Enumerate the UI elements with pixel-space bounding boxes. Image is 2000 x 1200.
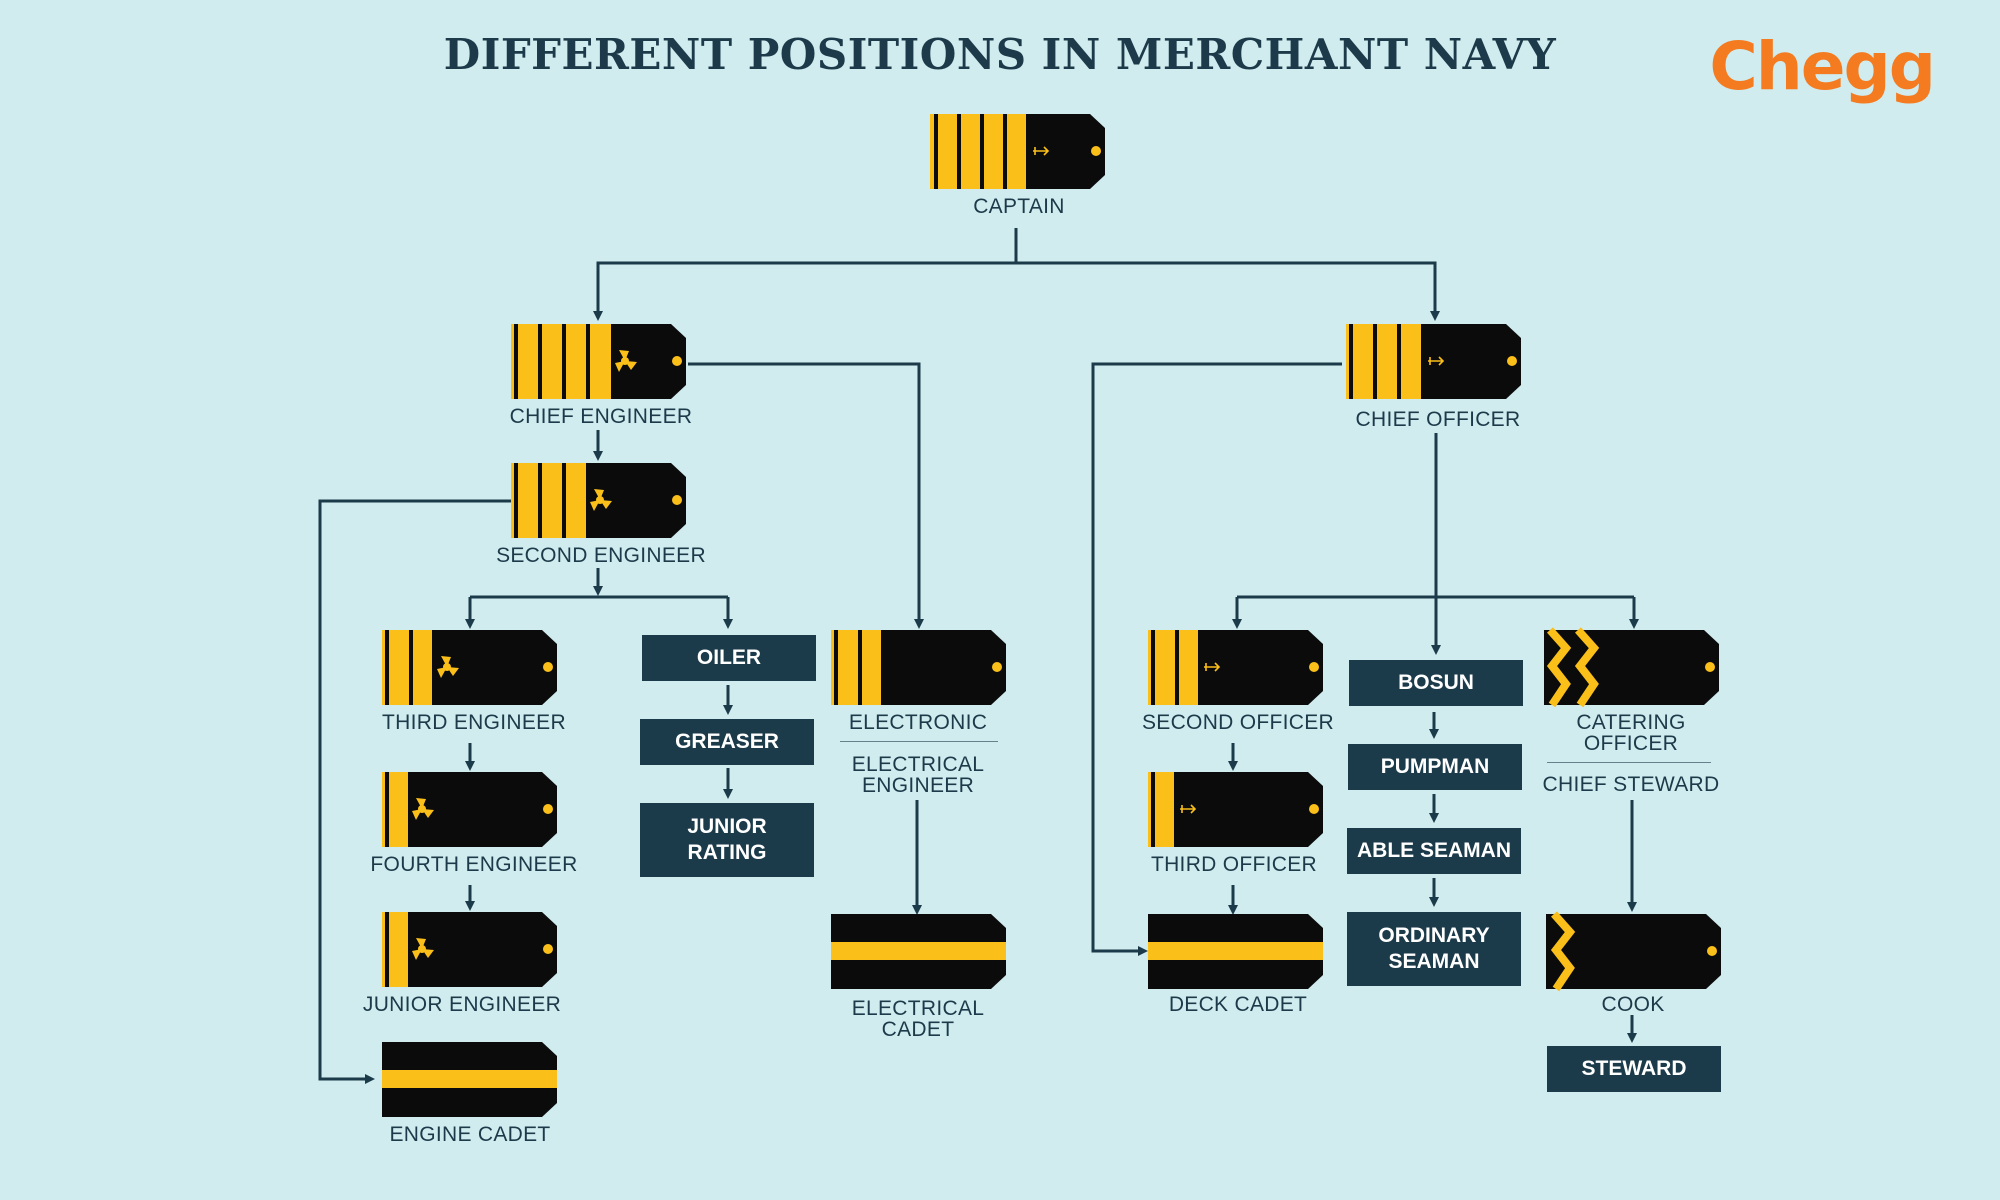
electronic-divider (840, 741, 998, 742)
propeller-icon (590, 489, 612, 511)
chief-officer-label: CHIEF OFFICER (1355, 408, 1521, 431)
electronic-shoulder-board (831, 630, 1006, 705)
anchor-icon (1428, 356, 1445, 366)
electronic-label: ELECTRONIC (848, 711, 988, 734)
fourth-engineer-shoulder-board (382, 772, 557, 847)
junior-engineer-label: JUNIOR ENGINEER (362, 993, 562, 1016)
propeller-icon (412, 798, 434, 820)
zigzag-stripe (1550, 911, 1576, 992)
catering-officer-shoulder-board (1544, 627, 1719, 708)
ordinary-seaman-box: ORDINARY SEAMAN (1347, 912, 1521, 986)
fourth-engineer-label: FOURTH ENGINEER (370, 853, 578, 876)
catering-officer-label: CATERING OFFICER (1576, 711, 1686, 755)
electrical-cadet-shoulder-board (831, 914, 1006, 989)
cook-label: COOK (1601, 993, 1665, 1016)
oiler-box: OILER (642, 635, 816, 681)
deck-cadet-label: DECK CADET (1168, 993, 1308, 1016)
third-engineer-label: THIRD ENGINEER (382, 711, 566, 734)
engine-cadet-shoulder-board (382, 1042, 557, 1117)
steward-box: STEWARD (1547, 1046, 1721, 1092)
second-officer-shoulder-board (1148, 630, 1323, 705)
junior-engineer-shoulder-board (382, 912, 557, 987)
electrical-engineer-label: ELECTRICAL ENGINEER (851, 753, 985, 797)
second-engineer-shoulder-board (511, 463, 686, 538)
electrical-cadet-label: ELECTRICAL CADET (851, 997, 985, 1041)
chief-steward-label: CHIEF STEWARD (1542, 773, 1720, 796)
chegg-logo: Chegg (1709, 28, 1936, 105)
second-engineer-label: SECOND ENGINEER (496, 544, 706, 567)
propeller-icon (615, 350, 637, 372)
chief-engineer-shoulder-board (511, 324, 686, 399)
captain-shoulder-board (930, 114, 1105, 189)
zigzag-stripes (1546, 627, 1600, 708)
bosun-box: BOSUN (1349, 660, 1523, 706)
page-title: DIFFERENT POSITIONS IN MERCHANT NAVY (443, 30, 1557, 79)
anchor-icon (1180, 804, 1197, 814)
cook-shoulder-board (1546, 911, 1721, 992)
greaser-box: GREASER (640, 719, 814, 765)
chief-officer-shoulder-board (1346, 324, 1521, 399)
propeller-icon (412, 938, 434, 960)
engine-cadet-label: ENGINE CADET (389, 1123, 551, 1146)
anchor-icon (1033, 146, 1050, 156)
chief-engineer-label: CHIEF ENGINEER (509, 405, 693, 428)
pumpman-box: PUMPMAN (1348, 744, 1522, 790)
catering-divider (1547, 762, 1711, 763)
third-officer-label: THIRD OFFICER (1150, 853, 1318, 876)
deck-cadet-shoulder-board (1148, 914, 1323, 989)
captain-label: CAPTAIN (973, 195, 1065, 218)
second-officer-label: SECOND OFFICER (1141, 711, 1335, 734)
third-officer-shoulder-board (1148, 772, 1323, 847)
junior-rating-box: JUNIOR RATING (640, 803, 814, 877)
anchor-icon (1204, 662, 1221, 672)
third-engineer-shoulder-board (382, 630, 557, 705)
propeller-icon (437, 656, 459, 678)
able-seaman-box: ABLE SEAMAN (1347, 828, 1521, 874)
